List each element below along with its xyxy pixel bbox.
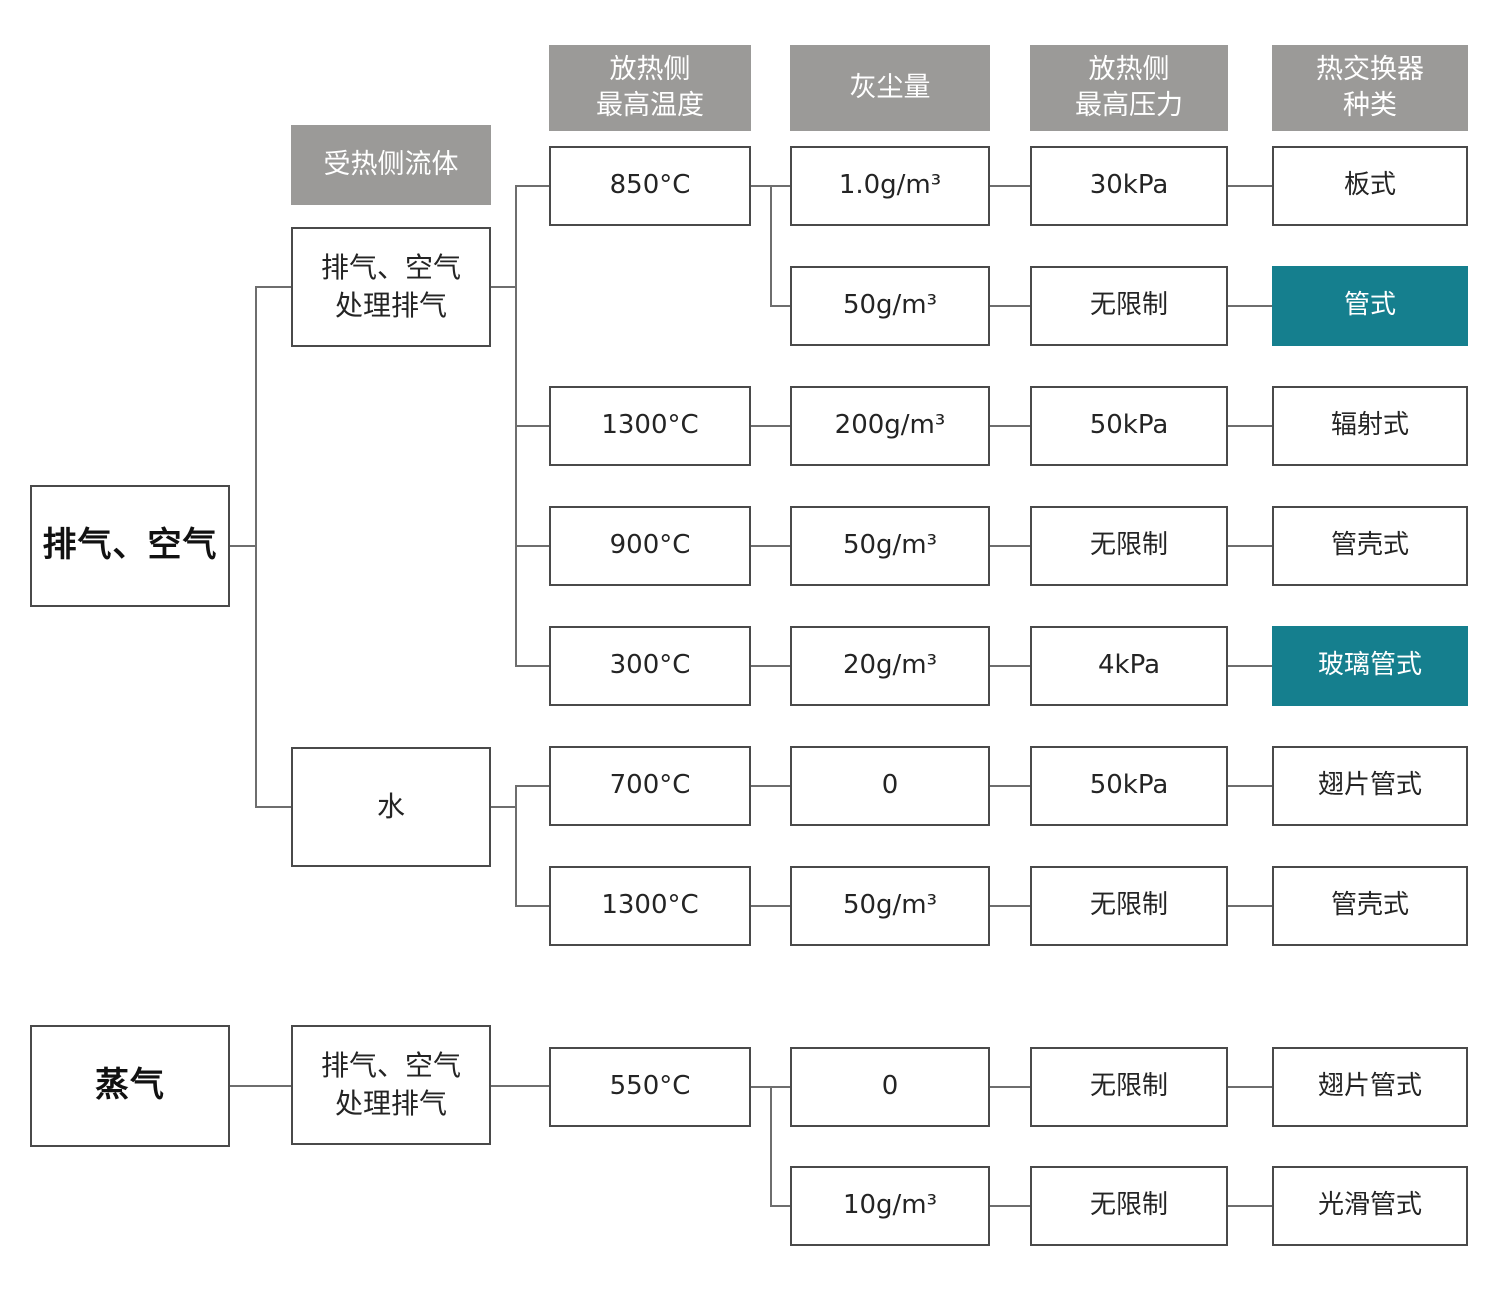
pressure-box-50kpa-1: 50kPa: [1030, 386, 1228, 466]
connector-line: [990, 785, 1030, 787]
dust-box-200gm3: 200g/m³: [790, 386, 990, 466]
fluid-box-water: 水: [291, 747, 491, 867]
connector-line: [491, 1085, 549, 1087]
type-box-tube-highlighted: 管式: [1272, 266, 1468, 346]
type-box-glass-tube-highlighted: 玻璃管式: [1272, 626, 1468, 706]
pressure-box-unlimited-4: 无限制: [1030, 1047, 1228, 1127]
temp-box-1300c-1: 1300°C: [549, 386, 751, 466]
connector-line: [515, 905, 549, 907]
connector-line: [1228, 185, 1272, 187]
header-dust-amount: 灰尘量: [790, 45, 990, 131]
type-box-smooth-tube: 光滑管式: [1272, 1166, 1468, 1246]
connector-line: [751, 785, 790, 787]
connector-line: [770, 185, 772, 307]
dust-box-zero-2: 0: [790, 1047, 990, 1127]
temp-box-900c: 900°C: [549, 506, 751, 586]
connector-line: [990, 305, 1030, 307]
connector-line: [1228, 1205, 1272, 1207]
connector-line: [1228, 425, 1272, 427]
connector-line: [1228, 785, 1272, 787]
connector-line: [230, 545, 257, 547]
connector-line: [491, 806, 517, 808]
pressure-box-unlimited-5: 无限制: [1030, 1166, 1228, 1246]
type-box-radiant: 辐射式: [1272, 386, 1468, 466]
connector-line: [515, 185, 549, 187]
connector-line: [230, 1085, 291, 1087]
connector-line: [515, 425, 549, 427]
connector-line: [491, 286, 517, 288]
source-box-exhaust-air: 排气、空气: [30, 485, 230, 607]
pressure-box-unlimited-3: 无限制: [1030, 866, 1228, 946]
connector-line: [1228, 1086, 1272, 1088]
header-release-side-max-pressure: 放热侧 最高压力: [1030, 45, 1228, 131]
temp-box-700c: 700°C: [549, 746, 751, 826]
connector-line: [990, 905, 1030, 907]
connector-line: [515, 665, 549, 667]
connector-line: [770, 1205, 790, 1207]
type-box-finned-tube-2: 翅片管式: [1272, 1047, 1468, 1127]
connector-line: [990, 425, 1030, 427]
connector-line: [990, 1205, 1030, 1207]
dust-box-50gm3-3: 50g/m³: [790, 866, 990, 946]
dust-box-50gm3-1: 50g/m³: [790, 266, 990, 346]
connector-line: [990, 185, 1030, 187]
fluid-box-exhaust-treated-2: 排气、空气 处理排气: [291, 1025, 491, 1145]
header-heated-side-fluid: 受热侧流体: [291, 125, 491, 205]
temp-box-1300c-2: 1300°C: [549, 866, 751, 946]
fluid-box-exhaust-treated-1: 排气、空气 处理排气: [291, 227, 491, 347]
pressure-box-unlimited-2: 无限制: [1030, 506, 1228, 586]
connector-line: [751, 425, 790, 427]
connector-line: [515, 545, 549, 547]
connector-line: [255, 286, 291, 288]
type-box-plate: 板式: [1272, 146, 1468, 226]
header-release-side-max-temp: 放热侧 最高温度: [549, 45, 751, 131]
pressure-box-unlimited-1: 无限制: [1030, 266, 1228, 346]
temp-box-850c: 850°C: [549, 146, 751, 226]
connector-line: [1228, 305, 1272, 307]
connector-line: [990, 665, 1030, 667]
pressure-box-4kpa: 4kPa: [1030, 626, 1228, 706]
connector-line: [751, 545, 790, 547]
dust-box-zero-1: 0: [790, 746, 990, 826]
connector-line: [515, 785, 549, 787]
connector-line: [990, 545, 1030, 547]
pressure-box-30kpa: 30kPa: [1030, 146, 1228, 226]
connector-line: [990, 1086, 1030, 1088]
type-box-shell-tube-1: 管壳式: [1272, 506, 1468, 586]
dust-box-10gm3: 10g/m³: [790, 1166, 990, 1246]
header-exchanger-type: 热交换器 种类: [1272, 45, 1468, 131]
temp-box-550c: 550°C: [549, 1047, 751, 1127]
connector-line: [770, 1086, 772, 1206]
connector-line: [751, 665, 790, 667]
source-box-steam: 蒸气: [30, 1025, 230, 1147]
type-box-shell-tube-2: 管壳式: [1272, 866, 1468, 946]
connector-line: [515, 785, 517, 907]
connector-line: [1228, 545, 1272, 547]
type-box-finned-tube-1: 翅片管式: [1272, 746, 1468, 826]
dust-box-50gm3-2: 50g/m³: [790, 506, 990, 586]
connector-line: [770, 305, 790, 307]
connector-line: [751, 905, 790, 907]
connector-line: [1228, 905, 1272, 907]
dust-box-20gm3: 20g/m³: [790, 626, 990, 706]
dust-box-1-0gm3: 1.0g/m³: [790, 146, 990, 226]
connector-line: [1228, 665, 1272, 667]
connector-line: [255, 286, 257, 808]
connector-line: [255, 806, 291, 808]
temp-box-300c: 300°C: [549, 626, 751, 706]
pressure-box-50kpa-2: 50kPa: [1030, 746, 1228, 826]
